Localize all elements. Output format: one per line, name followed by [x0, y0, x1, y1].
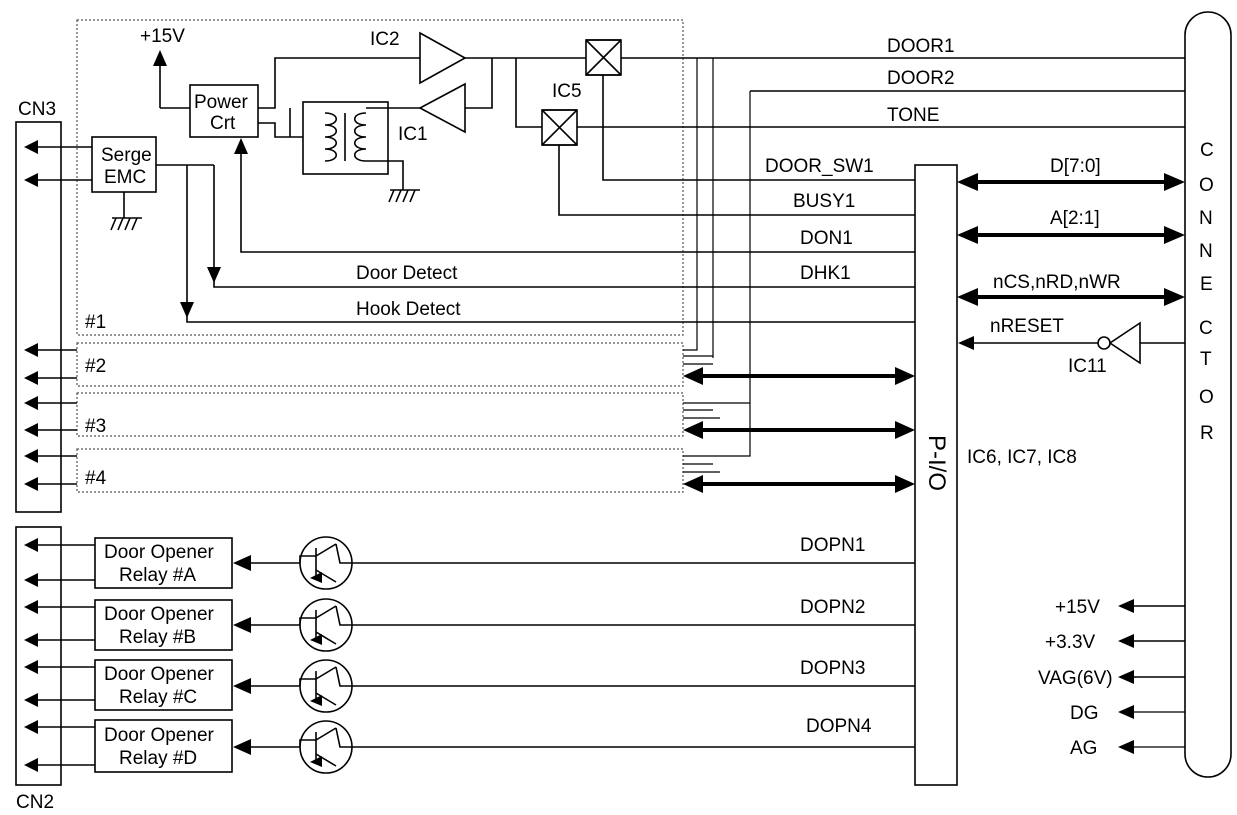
cpu-buses [957, 173, 1185, 306]
relay-d-line2: Relay #D [119, 748, 197, 769]
ic5-label: IC5 [552, 81, 582, 102]
svg-text:N: N [1199, 208, 1213, 229]
ic11-label: IC11 [1068, 356, 1107, 377]
dopn4-label: DOPN4 [806, 716, 872, 737]
door-detect-label: Door Detect [356, 263, 458, 284]
relay-c-group: Door Opener Relay #C DOPN3 [94, 658, 915, 713]
rail-ag-label: AG [1070, 738, 1097, 759]
connector-letters: C O N N E C T O R [1199, 140, 1214, 444]
channel-3-block [76, 392, 684, 437]
busy1-label: BUSY1 [793, 191, 855, 212]
rail-dg-label: DG [1070, 703, 1099, 724]
ic5-switch-upper [585, 39, 622, 76]
d-bus-label: D[7:0] [1050, 156, 1101, 177]
channel-buses [683, 367, 915, 493]
channel-2-block [76, 342, 684, 387]
ic678-label: IC6, IC7, IC8 [967, 447, 1077, 468]
dopn3-label: DOPN3 [800, 658, 865, 679]
dhk1-label: DHK1 [800, 263, 851, 284]
svg-text:E: E [1200, 274, 1213, 295]
svg-text:C: C [1199, 318, 1213, 339]
cn2-label: CN2 [16, 792, 54, 813]
serge-label-1: Serge [101, 145, 152, 166]
power-rails [1118, 599, 1185, 754]
relay-a-box [94, 537, 233, 589]
relay-b-box [94, 599, 233, 651]
relay-d-box [94, 719, 233, 773]
v15-top-label: +15V [140, 26, 185, 47]
channel-4-label: #4 [85, 468, 107, 489]
cn2-pin-arrows [24, 538, 95, 772]
power-crt-label-2: Crt [210, 113, 236, 134]
cn3-pin-arrows [24, 140, 92, 491]
power-crt-block [189, 84, 259, 138]
don1-label: DON1 [800, 228, 853, 249]
relay-c-box [94, 659, 233, 711]
ic2-amplifier [419, 31, 467, 85]
cn3-label: CN3 [18, 99, 56, 120]
ic2-label: IC2 [370, 29, 400, 50]
svg-text:R: R [1200, 423, 1214, 444]
ic1-label: IC1 [398, 124, 428, 145]
channel-3-label: #3 [85, 416, 106, 437]
svg-text:O: O [1199, 387, 1214, 408]
power-crt-label-1: Power [194, 92, 249, 113]
ic11-inverter [1108, 321, 1141, 365]
serge-label-2: EMC [104, 167, 146, 188]
svg-text:C: C [1200, 140, 1214, 161]
relay-d-line1: Door Opener [104, 725, 215, 746]
relay-c-line2: Relay #C [119, 687, 197, 708]
rail-15v-label: +15V [1055, 597, 1100, 618]
connector-block [1184, 11, 1232, 778]
dopn1-label: DOPN1 [800, 535, 865, 556]
svg-text:N: N [1199, 241, 1213, 262]
rail-vag-label: VAG(6V) [1038, 668, 1113, 689]
relay-b-group: Door Opener Relay #B DOPN2 [94, 597, 915, 652]
channel-2-label: #2 [85, 356, 106, 377]
svg-text:T: T [1200, 349, 1212, 370]
cn3-connector [15, 121, 62, 513]
relay-a-group: Door Opener Relay #A DOPN1 [94, 535, 915, 590]
ground-symbol-serge [110, 217, 142, 231]
transformer-coils [324, 112, 367, 162]
ground-symbol-transformer [388, 189, 420, 203]
door-sw1-label: DOOR_SW1 [765, 156, 874, 177]
dopn2-label: DOPN2 [800, 597, 865, 618]
channel-4-block [76, 448, 684, 493]
serge-emc-block [91, 136, 157, 193]
a-bus-label: A[2:1] [1050, 208, 1100, 229]
door1-label: DOOR1 [887, 36, 955, 57]
pio-block [914, 164, 958, 786]
channel-1-block [76, 19, 684, 336]
relay-b-line2: Relay #B [119, 627, 196, 648]
relay-a-line2: Relay #A [119, 565, 196, 586]
relay-b-line1: Door Opener [104, 604, 215, 625]
ctrl-bus-label: nCS,nRD,nWR [993, 272, 1121, 293]
channel-1-label: #1 [85, 312, 106, 333]
relay-a-line1: Door Opener [104, 542, 215, 563]
hook-detect-label: Hook Detect [356, 299, 461, 320]
ic5-switch-lower [541, 109, 578, 146]
svg-text:O: O [1199, 175, 1214, 196]
door2-label: DOOR2 [887, 68, 955, 89]
relay-d-group: Door Opener Relay #D DOPN4 [94, 716, 915, 774]
cn2-connector [15, 526, 62, 786]
pio-label: P-I/O [923, 435, 950, 491]
relay-c-line1: Door Opener [104, 664, 215, 685]
rail-3v3-label: +3.3V [1045, 632, 1096, 653]
tone-label: TONE [887, 105, 939, 126]
nreset-label: nRESET [990, 316, 1064, 337]
